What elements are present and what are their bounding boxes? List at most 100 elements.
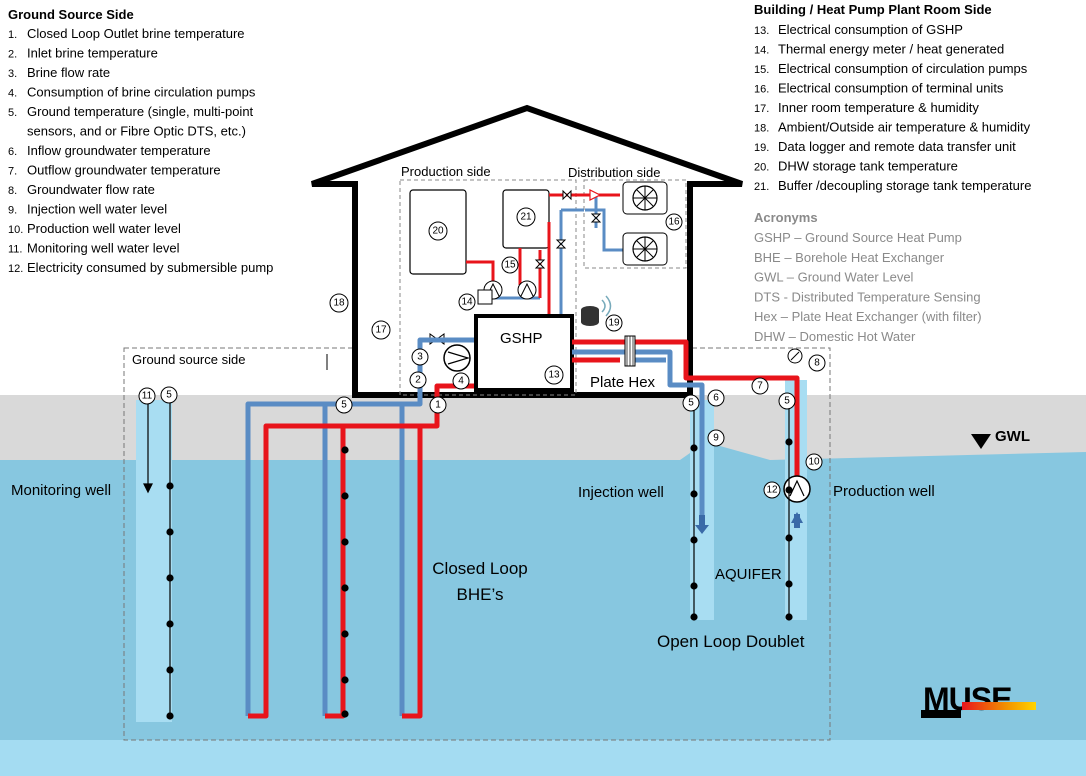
ground-side-item: Injection well water level bbox=[27, 202, 167, 217]
closed-loop-label-line1: Closed Loop bbox=[432, 559, 527, 578]
injection-flow-arrow bbox=[695, 515, 709, 534]
sensor-5-bhe: 5 bbox=[335, 396, 353, 414]
sensor-14: 14 bbox=[458, 293, 476, 311]
sensor-5-production: 5 bbox=[778, 392, 796, 410]
svg-text:12: 12 bbox=[766, 485, 778, 496]
svg-text:4: 4 bbox=[458, 376, 464, 387]
building-side-item-number: 15. bbox=[754, 64, 769, 76]
ground-side-item-number: 3. bbox=[8, 68, 17, 80]
data-logger-icon bbox=[581, 295, 612, 326]
ground-side-item: Electricity consumed by submersible pump bbox=[27, 260, 273, 275]
sensor-9: 9 bbox=[707, 429, 725, 447]
sensor-8: 8 bbox=[808, 354, 826, 372]
acronym-item: Hex – Plate Heat Exchanger (with filter) bbox=[754, 309, 982, 324]
svg-text:3: 3 bbox=[417, 352, 423, 363]
building-side-item: Data logger and remote data transfer uni… bbox=[778, 139, 1016, 154]
acronym-item: DTS - Distributed Temperature Sensing bbox=[754, 289, 981, 304]
sensor-5-monitoring: 5 bbox=[160, 386, 178, 404]
sensor-18: 18 bbox=[329, 293, 349, 313]
ground-side-item: Consumption of brine circulation pumps bbox=[27, 85, 256, 100]
plate-hex-label: Plate Hex bbox=[590, 374, 656, 391]
sensor-4: 4 bbox=[452, 372, 470, 390]
ground-side-heading: Ground Source Side bbox=[8, 7, 134, 22]
building-side-item: Inner room temperature & humidity bbox=[778, 100, 979, 115]
svg-text:13: 13 bbox=[548, 370, 560, 381]
ground-side-item-number: 5. bbox=[8, 107, 17, 119]
ground-side-item-number: 7. bbox=[8, 166, 17, 178]
aquifer-bottom-band bbox=[0, 740, 1086, 776]
plate-hex-icon bbox=[624, 335, 636, 367]
ground-side-item: Groundwater flow rate bbox=[27, 182, 155, 197]
svg-text:5: 5 bbox=[688, 398, 694, 409]
sensor-11: 11 bbox=[138, 387, 156, 405]
svg-text:19: 19 bbox=[608, 318, 620, 329]
monitoring-well-column bbox=[136, 400, 172, 722]
sensor-20: 20 bbox=[428, 221, 448, 241]
building-side-item: Thermal energy meter / heat generated bbox=[778, 42, 1004, 57]
sensor-7: 7 bbox=[751, 377, 769, 395]
submersible-pump-icon bbox=[783, 475, 811, 528]
sensor-19: 19 bbox=[605, 314, 623, 332]
acronyms-heading: Acronyms bbox=[754, 210, 818, 225]
ground-side-item-number: 12. bbox=[8, 263, 23, 275]
building-side-item-number: 21. bbox=[754, 181, 769, 193]
open-loop-doublet-label: Open Loop Doublet bbox=[657, 632, 805, 651]
heat-meter-icon bbox=[477, 289, 493, 305]
sensor-12: 12 bbox=[763, 481, 781, 499]
ground-side-item-number: 11. bbox=[8, 244, 22, 256]
svg-text:17: 17 bbox=[375, 325, 387, 336]
sensor-6: 6 bbox=[707, 389, 725, 407]
svg-text:8: 8 bbox=[814, 358, 820, 369]
closed-loop-label-line2: BHE’s bbox=[457, 585, 504, 604]
open-loop-pipes bbox=[572, 339, 800, 528]
svg-text:7: 7 bbox=[757, 381, 763, 392]
building-side-item: Buffer /decoupling storage tank temperat… bbox=[778, 178, 1031, 193]
svg-text:9: 9 bbox=[713, 433, 719, 444]
svg-text:18: 18 bbox=[333, 298, 345, 309]
circulation-pump-2 bbox=[517, 280, 537, 300]
svg-text:2: 2 bbox=[415, 375, 421, 386]
acronym-item: DHW – Domestic Hot Water bbox=[754, 329, 916, 344]
aquifer-label: AQUIFER bbox=[715, 566, 782, 583]
monitoring-well-label: Monitoring well bbox=[11, 482, 111, 499]
brine-pump-icon bbox=[443, 344, 471, 372]
ground-side-item-number: 10. bbox=[8, 224, 23, 236]
building-side-item: Electrical consumption of GSHP bbox=[778, 22, 963, 37]
svg-text:5: 5 bbox=[166, 390, 172, 401]
building-side-item-number: 13. bbox=[754, 25, 769, 37]
building-side-item: DHW storage tank temperature bbox=[778, 159, 958, 174]
svg-text:21: 21 bbox=[520, 212, 532, 223]
building-side-item: Electrical consumption of terminal units bbox=[778, 81, 1004, 96]
acronym-item: BHE – Borehole Heat Exchanger bbox=[754, 250, 945, 265]
distribution-side-label: Distribution side bbox=[568, 165, 661, 180]
terminal-unit-2 bbox=[622, 232, 668, 266]
ground-side-item: sensors, and or Fibre Optic DTS, etc.) bbox=[27, 124, 246, 139]
sensor-1: 1 bbox=[429, 396, 447, 414]
sensor-13: 13 bbox=[544, 365, 564, 385]
ground-side-item-number: 2. bbox=[8, 49, 17, 61]
svg-text:10: 10 bbox=[808, 457, 820, 468]
building-side-item-number: 19. bbox=[754, 142, 769, 154]
production-side-box bbox=[399, 179, 577, 396]
building-side-item-number: 17. bbox=[754, 103, 769, 115]
svg-text:11: 11 bbox=[142, 391, 153, 402]
sensor-17: 17 bbox=[371, 320, 391, 340]
ground-side-item-number: 1. bbox=[8, 29, 17, 41]
sensor-markers: 1 2 3 4 5 5 5 5 6 7 8 9 10 11 12 13 14 1… bbox=[138, 207, 826, 499]
building-side-item-number: 16. bbox=[754, 84, 769, 96]
production-side-label: Production side bbox=[401, 164, 491, 179]
ground-source-side-label: Ground source side bbox=[132, 352, 245, 367]
building-side-list: 13.Electrical consumption of GSHP14.Ther… bbox=[754, 22, 1031, 193]
gwl-triangle-icon bbox=[971, 434, 991, 449]
svg-text:14: 14 bbox=[461, 297, 473, 308]
distribution-pump-icon bbox=[589, 189, 602, 201]
gwl-label: GWL bbox=[995, 428, 1030, 445]
ground-side-item-number: 4. bbox=[8, 88, 17, 100]
svg-text:16: 16 bbox=[668, 217, 680, 228]
ground-side-item: Inlet brine temperature bbox=[27, 46, 158, 61]
ground-side-item-number: 8. bbox=[8, 185, 17, 197]
ground-side-item: Closed Loop Outlet brine temperature bbox=[27, 26, 245, 41]
ground-side-item: Production well water level bbox=[27, 221, 181, 236]
distribution-side-box bbox=[583, 179, 687, 269]
